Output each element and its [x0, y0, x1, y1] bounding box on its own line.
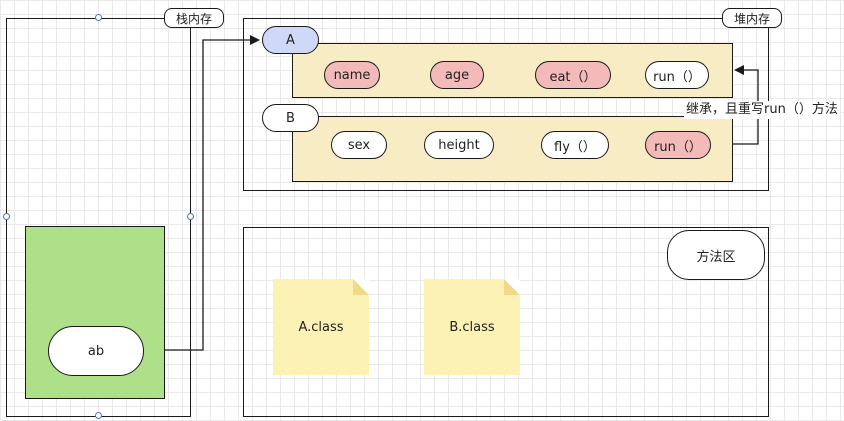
reference-variable-ab[interactable]: ab — [48, 326, 144, 376]
selection-handle-right[interactable] — [187, 213, 194, 220]
heap-memory-label: 堆内存 — [722, 8, 782, 28]
method-area-label: 方法区 — [667, 230, 765, 280]
arrow-head-to-a — [250, 35, 260, 45]
class-b-label[interactable]: B — [262, 104, 319, 132]
selection-handle-bottom[interactable] — [95, 412, 102, 419]
reference-arrow-ab-to-a — [143, 39, 258, 351]
field-height[interactable]: height — [424, 131, 494, 159]
method-eat[interactable]: eat（） — [535, 61, 611, 89]
override-note: 继承，且重写run（）方法 — [684, 101, 840, 119]
field-age[interactable]: age — [430, 61, 484, 89]
class-file-a-label: A.class — [298, 319, 344, 335]
class-file-b[interactable]: B.class — [424, 279, 520, 375]
arrow-head-to-run — [734, 65, 744, 75]
page-fold-icon — [353, 279, 369, 295]
selection-handle-top[interactable] — [95, 14, 102, 21]
page-fold-icon — [504, 279, 520, 295]
method-run-a[interactable]: run（） — [645, 61, 709, 89]
method-area-region — [243, 227, 769, 417]
method-fly[interactable]: fly（） — [541, 131, 609, 159]
stack-memory-label: 栈内存 — [164, 8, 224, 28]
field-sex[interactable]: sex — [331, 131, 387, 159]
class-file-a[interactable]: A.class — [273, 279, 369, 375]
method-run-b[interactable]: run（） — [645, 131, 711, 159]
selection-handle-left[interactable] — [3, 213, 10, 220]
class-a-label[interactable]: A — [262, 26, 319, 54]
class-file-b-label: B.class — [449, 319, 495, 335]
field-name[interactable]: name — [324, 61, 380, 89]
